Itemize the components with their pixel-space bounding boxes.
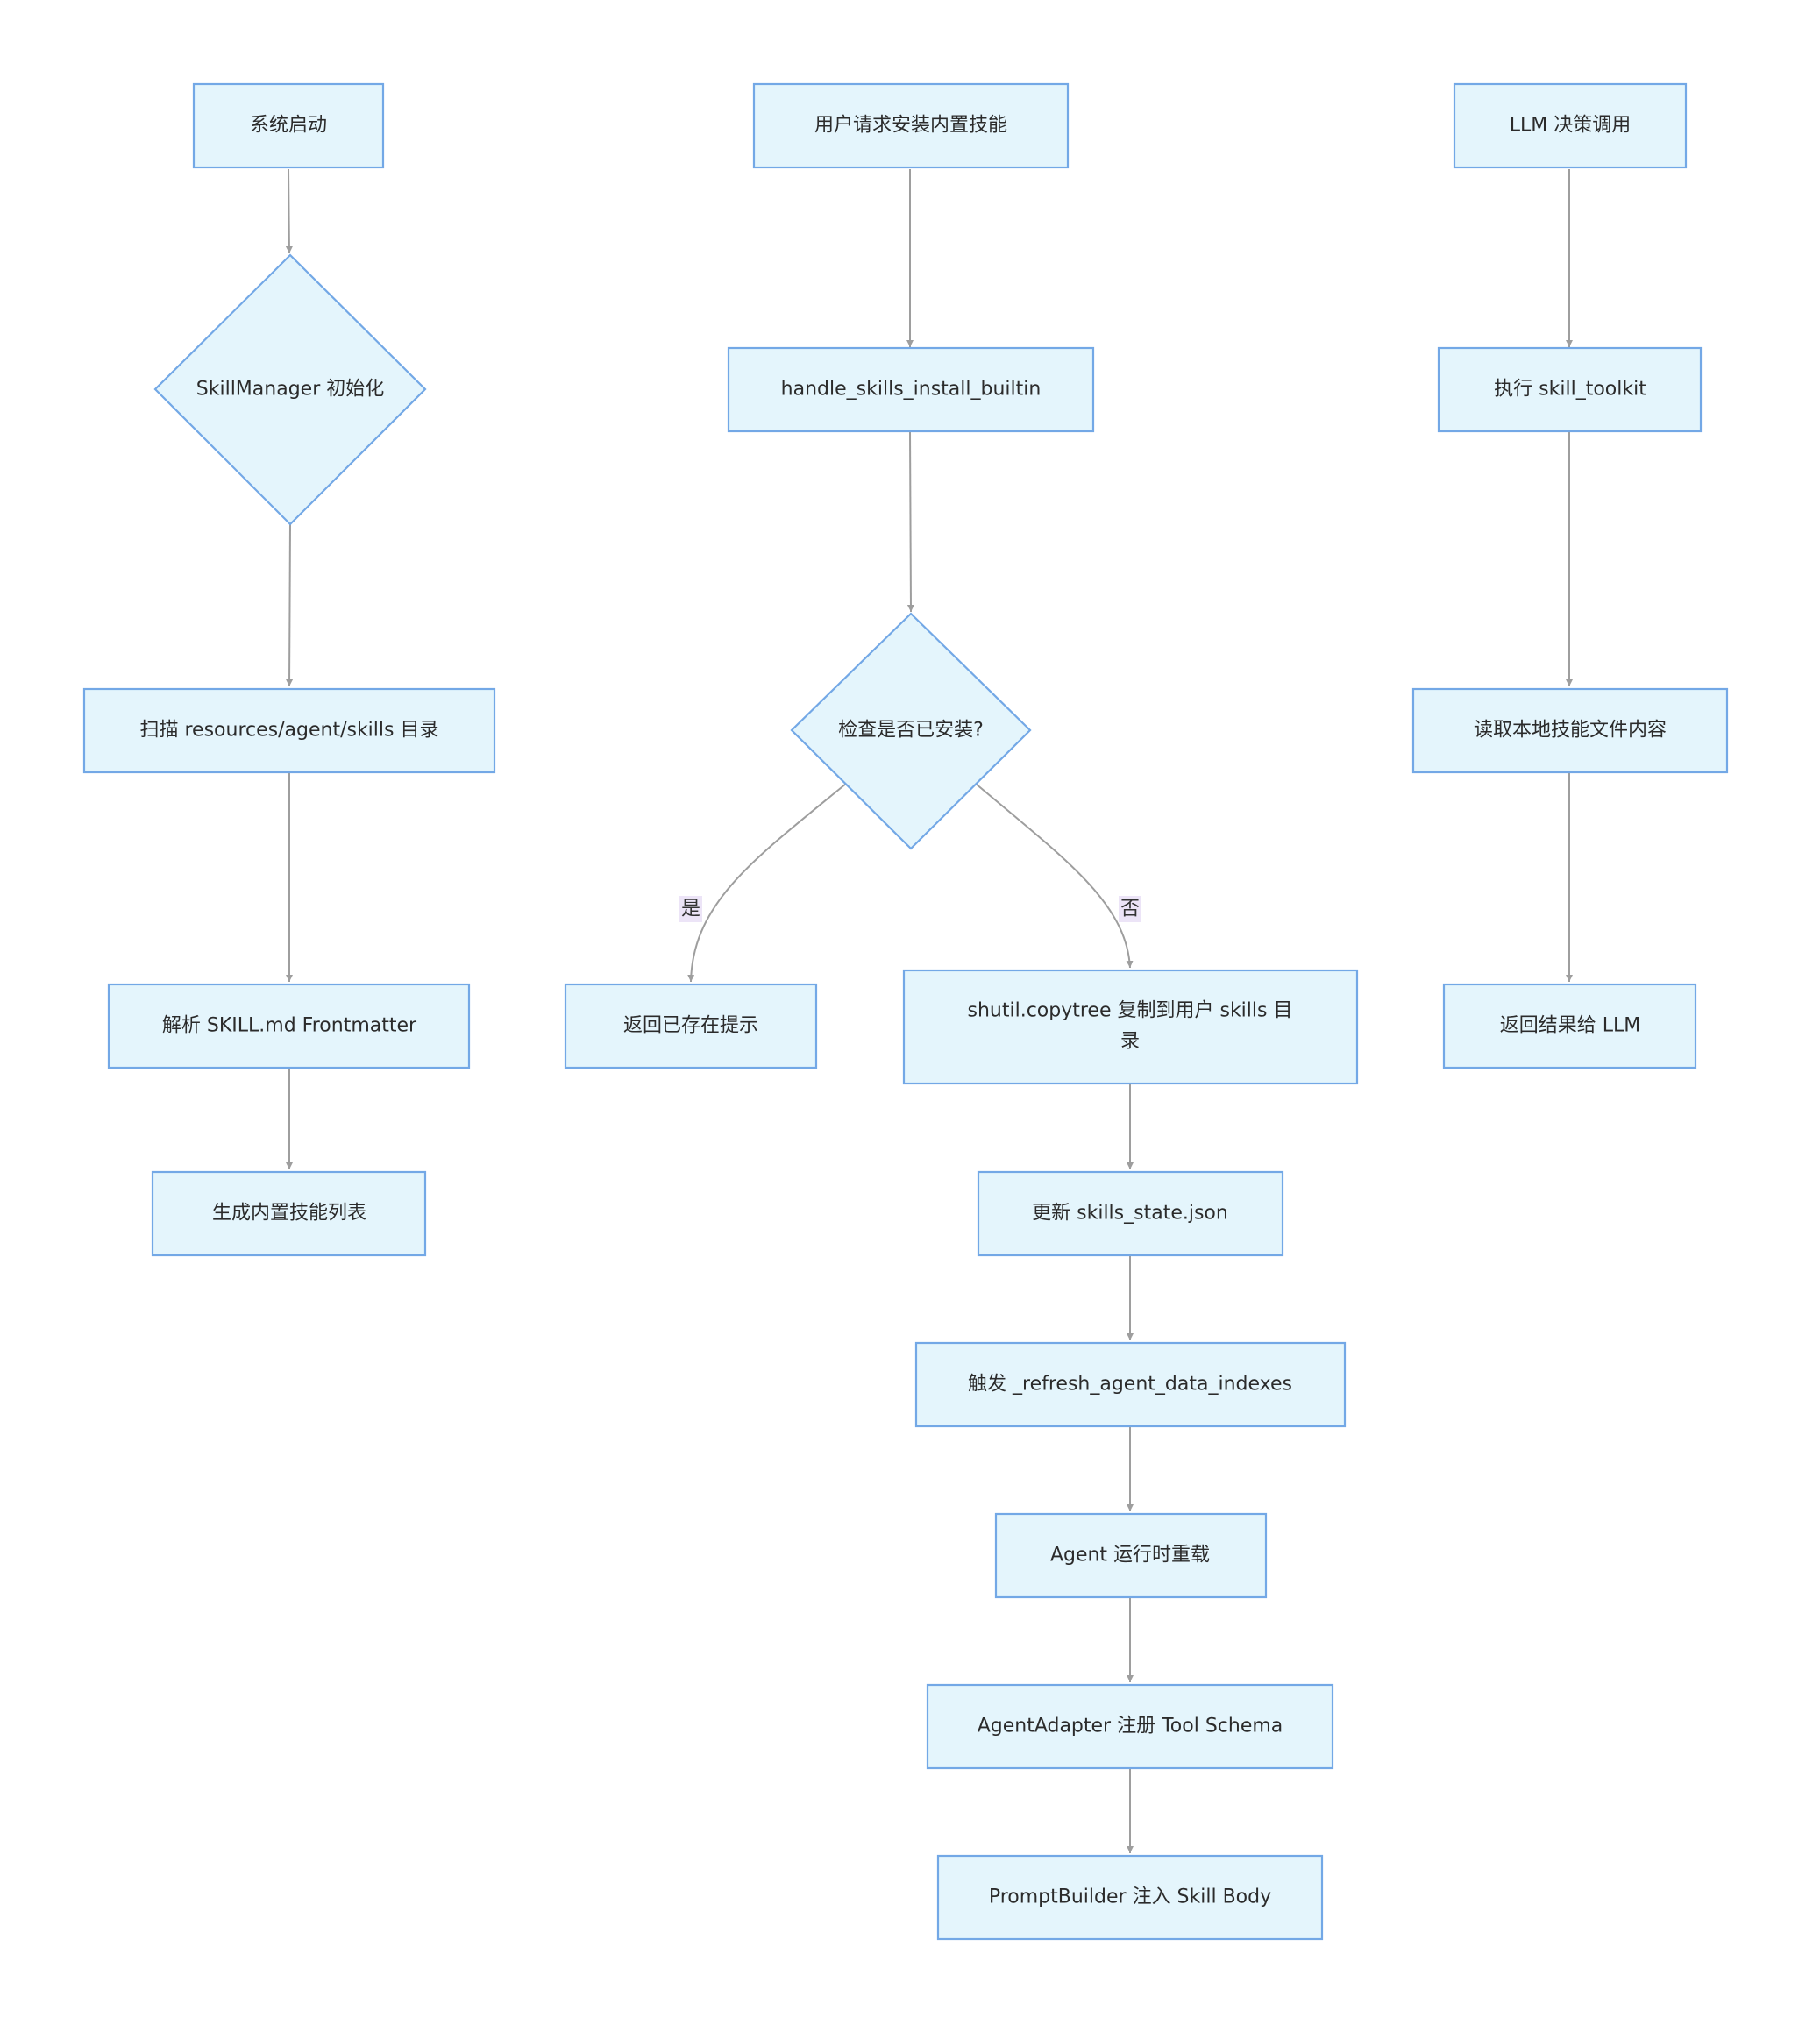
node-update-state: 更新 skills_state.json [977, 1170, 1284, 1257]
node-register-schema-label: AgentAdapter 注册 Tool Schema [978, 1716, 1283, 1737]
node-exec-toolkit-label: 执行 skill_toolkit [1494, 379, 1646, 401]
node-read-file-label: 读取本地技能文件内容 [1474, 720, 1667, 742]
node-scan-dir: 扫描 resources/agent/skills 目录 [82, 687, 496, 774]
node-return-exists-label: 返回已存在提示 [623, 1015, 758, 1037]
node-system-start: 系统启动 [192, 82, 385, 169]
node-update-state-label: 更新 skills_state.json [1032, 1203, 1228, 1225]
node-return-exists: 返回已存在提示 [564, 983, 818, 1069]
node-skillmanager-init-label: SkillManager 初始化 [196, 379, 384, 401]
edge-handle-to-check [906, 430, 914, 613]
node-user-request: 用户请求安装内置技能 [752, 82, 1070, 169]
edge-label-no: 否 [1119, 896, 1141, 922]
node-inject-body: PromptBuilder 注入 Skill Body [936, 1854, 1324, 1941]
edge-label-yes-text: 是 [681, 899, 700, 920]
node-user-request-label: 用户请求安装内置技能 [814, 115, 1007, 137]
node-scan-dir-label: 扫描 resources/agent/skills 目录 [140, 720, 439, 742]
node-generate-list: 生成内置技能列表 [151, 1170, 427, 1257]
edges [285, 168, 1573, 1853]
node-refresh-indexes: 触发 _refresh_agent_data_indexes [914, 1341, 1347, 1428]
node-llm-decide: LLM 决策调用 [1453, 82, 1688, 169]
node-read-file: 读取本地技能文件内容 [1411, 687, 1729, 774]
edge-label-yes: 是 [679, 896, 702, 922]
node-agent-reload-label: Agent 运行时重载 [1050, 1545, 1210, 1567]
edge-check-yes [687, 783, 847, 983]
node-llm-decide-label: LLM 决策调用 [1510, 115, 1632, 137]
node-parse-frontmatter: 解析 SKILL.md Frontmatter [107, 983, 471, 1069]
node-return-llm: 返回结果给 LLM [1442, 983, 1697, 1069]
node-exec-toolkit: 执行 skill_toolkit [1437, 346, 1703, 433]
edge-init-to-scan [286, 523, 294, 687]
node-register-schema: AgentAdapter 注册 Tool Schema [926, 1683, 1334, 1770]
node-copytree: shutil.copytree 复制到用户 skills 目 录 [902, 969, 1359, 1085]
node-check-installed-label: 检查是否已安装? [838, 720, 984, 742]
edge-start-to-init [285, 168, 293, 254]
node-refresh-indexes-label: 触发 _refresh_agent_data_indexes [968, 1374, 1292, 1396]
node-check-installed: 检查是否已安装? [790, 612, 1032, 850]
node-agent-reload: Agent 运行时重载 [994, 1512, 1268, 1599]
node-copytree-label-line2: 录 [1120, 1031, 1140, 1053]
node-return-llm-label: 返回结果给 LLM [1500, 1015, 1641, 1037]
node-copytree-label-line1: shutil.copytree 复制到用户 skills 目 [968, 1000, 1293, 1022]
node-handle-install: handle_skills_install_builtin [727, 346, 1095, 433]
node-system-start-label: 系统启动 [250, 115, 327, 137]
node-parse-frontmatter-label: 解析 SKILL.md Frontmatter [162, 1015, 417, 1037]
edge-label-no-text: 否 [1120, 899, 1140, 920]
node-inject-body-label: PromptBuilder 注入 Skill Body [989, 1886, 1271, 1908]
node-skillmanager-init: SkillManager 初始化 [153, 253, 427, 526]
node-handle-install-label: handle_skills_install_builtin [781, 379, 1042, 401]
edge-check-no [975, 783, 1134, 969]
node-generate-list-label: 生成内置技能列表 [212, 1203, 366, 1225]
